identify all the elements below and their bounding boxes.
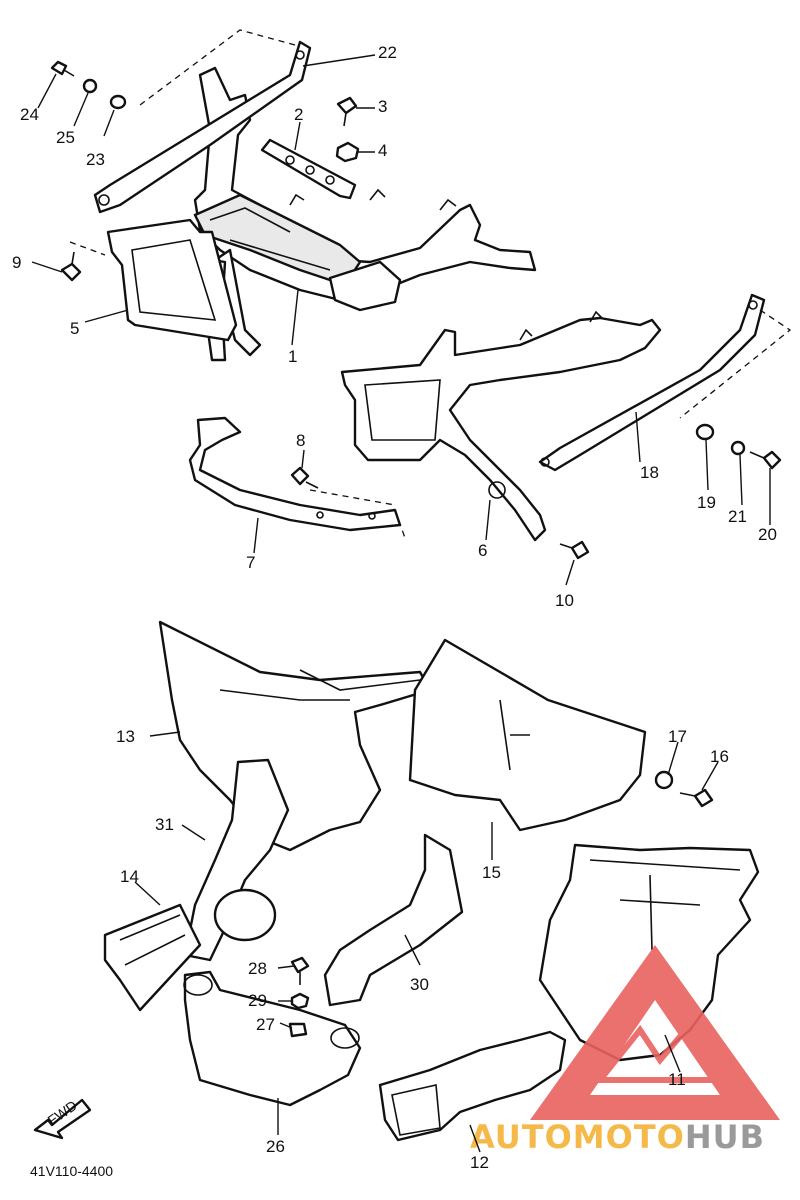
callout-3: 3 bbox=[378, 97, 387, 116]
callout-19: 19 bbox=[697, 493, 716, 512]
callout-6: 6 bbox=[478, 541, 487, 560]
callout-25: 25 bbox=[56, 128, 75, 147]
left-bracket-part-5 bbox=[106, 218, 238, 342]
washer-part-23 bbox=[109, 94, 127, 110]
duct-part-31 bbox=[183, 758, 290, 962]
callout-12: 12 bbox=[470, 1153, 489, 1172]
watermark-text: AUTOMOTOHUB bbox=[470, 1118, 765, 1156]
washer-part-21 bbox=[730, 440, 746, 456]
callout-10: 10 bbox=[555, 591, 574, 610]
callout-22: 22 bbox=[378, 43, 397, 62]
watermark-logo bbox=[530, 945, 780, 1120]
callout-9: 9 bbox=[12, 253, 21, 272]
middle-frame-part-6 bbox=[340, 310, 662, 542]
leader-lines bbox=[31, 54, 771, 1153]
callout-17: 17 bbox=[668, 727, 687, 746]
callout-29: 29 bbox=[248, 991, 267, 1010]
callout-20: 20 bbox=[758, 525, 777, 544]
bolt-part-10 bbox=[559, 540, 590, 560]
nut-part-29 bbox=[290, 992, 310, 1010]
cap-disc bbox=[213, 888, 277, 942]
callout-11: 11 bbox=[668, 1070, 686, 1089]
callout-26: 26 bbox=[266, 1137, 285, 1156]
lower-duct-part-26 bbox=[183, 970, 362, 1107]
funnel-part-14 bbox=[103, 903, 202, 1012]
callout-24: 24 bbox=[20, 105, 39, 124]
forward-arrow-icon bbox=[33, 1098, 92, 1140]
callout-23: 23 bbox=[86, 150, 105, 169]
bolt-part-16 bbox=[679, 788, 714, 808]
callout-31: 31 bbox=[155, 815, 174, 834]
part-code: 41V110-4400 bbox=[30, 1163, 113, 1179]
bolt-part-9 bbox=[60, 251, 82, 282]
bolt-part-20 bbox=[749, 450, 782, 470]
washer-part-19 bbox=[695, 423, 715, 441]
callout-5: 5 bbox=[70, 319, 79, 338]
dashed-guide-22 bbox=[139, 29, 296, 106]
bolt-part-24 bbox=[50, 60, 75, 77]
duct-part-30 bbox=[323, 833, 464, 1007]
side-cover-part-13 bbox=[158, 620, 432, 852]
watermark-text-b: HUB bbox=[685, 1118, 765, 1156]
stay-part-18 bbox=[538, 293, 766, 472]
callout-21: 21 bbox=[728, 507, 747, 526]
callout-14: 14 bbox=[120, 867, 139, 886]
callout-30: 30 bbox=[410, 975, 429, 994]
callout-13: 13 bbox=[116, 727, 135, 746]
screw-part-28 bbox=[290, 956, 310, 985]
side-cover-part-15 bbox=[408, 638, 647, 832]
washer-part-25 bbox=[82, 78, 98, 94]
callout-16: 16 bbox=[710, 747, 729, 766]
curved-stay-part-7 bbox=[188, 416, 402, 532]
logo-inner-mark bbox=[593, 1019, 726, 1083]
callout-1: 1 bbox=[288, 347, 297, 366]
intake-duct-part-12 bbox=[378, 1030, 567, 1142]
dashed-guide-7 bbox=[309, 489, 406, 539]
dashed-guide-18 bbox=[679, 309, 792, 419]
callout-18: 18 bbox=[640, 463, 659, 482]
callout-28: 28 bbox=[248, 959, 267, 978]
nut-part-4 bbox=[335, 141, 360, 163]
callout-4: 4 bbox=[378, 141, 387, 160]
callout-2: 2 bbox=[294, 105, 303, 124]
bolt-part-8 bbox=[290, 466, 319, 489]
bolt-part-3 bbox=[336, 96, 358, 127]
callout-27: 27 bbox=[256, 1015, 275, 1034]
callout-7: 7 bbox=[246, 553, 255, 572]
callout-8: 8 bbox=[296, 431, 305, 450]
inner-fender-part-11 bbox=[538, 843, 760, 1062]
stay-part-22 bbox=[93, 40, 312, 214]
washer-part-17 bbox=[654, 770, 674, 790]
callout-15: 15 bbox=[482, 863, 501, 882]
callout-labels: 22 2 3 4 1 5 9 23 25 24 18 19 21 20 6 10… bbox=[12, 43, 777, 1172]
dashed-guide-9 bbox=[69, 241, 106, 256]
watermark-text-a: AUTOMOTO bbox=[470, 1118, 685, 1156]
bracket-plate-part-2 bbox=[260, 138, 357, 200]
clip-part-27 bbox=[288, 1022, 308, 1038]
